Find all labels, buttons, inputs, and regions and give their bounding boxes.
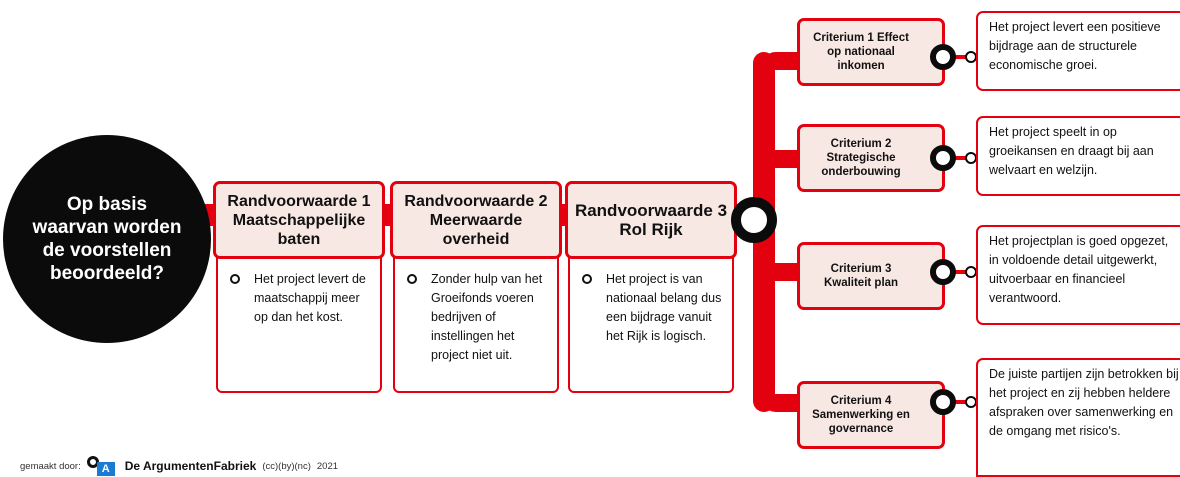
- randvoorwaarde-1-text: Het project levert de maatschappij meer …: [254, 272, 366, 324]
- criterium-4-node-icon: [930, 389, 956, 415]
- made-by-label: gemaakt door:: [20, 460, 81, 472]
- license-label: (cc)(by)(nc): [262, 460, 311, 472]
- connector-2: [944, 156, 972, 160]
- randvoorwaarde-3-title: Randvoorwaarde 3 Rol Rijk: [565, 181, 737, 259]
- connector-4: [944, 400, 972, 404]
- criterium-1-node-icon: [930, 44, 956, 70]
- criterium-3-node-icon: [930, 259, 956, 285]
- randvoorwaarde-3-text: Het project is van nationaal belang dus …: [606, 272, 722, 343]
- criterium-2-description: Het project speelt in op groeikansen en …: [976, 116, 1180, 196]
- criterium-4: Criterium 4 Samenwerking en governance: [797, 381, 945, 449]
- connector-3: [944, 270, 972, 274]
- criterium-2: Criterium 2 Strategische onderbouwing: [797, 124, 945, 192]
- criterium-3: Criterium 3 Kwaliteit plan: [797, 242, 945, 310]
- bullet-icon: [230, 274, 240, 284]
- criterium-3-description: Het projectplan is goed opgezet, in vold…: [976, 225, 1180, 325]
- randvoorwaarde-1-body: Het project levert de maatschappij meer …: [216, 250, 382, 393]
- criterium-1-description: Het project levert een positieve bijdrag…: [976, 11, 1180, 91]
- footer: gemaakt door: A De ArgumentenFabriek (cc…: [20, 456, 338, 476]
- branch-rail-2: [760, 150, 800, 168]
- connector-1: [944, 55, 972, 59]
- criterium-1: Criterium 1 Effect op nationaal inkomen: [797, 18, 945, 86]
- criterium-4-description: De juiste partijen zijn betrokken bij he…: [976, 358, 1180, 477]
- central-question: Op basis waarvan worden de voorstellen b…: [3, 135, 211, 343]
- randvoorwaarde-2-body: Zonder hulp van het Groeifonds voeren be…: [393, 250, 559, 393]
- randvoorwaarde-2-text: Zonder hulp van het Groeifonds voeren be…: [431, 272, 543, 362]
- branch-rail-1: [760, 52, 800, 70]
- year-label: 2021: [316, 460, 339, 472]
- criterium-2-node-icon: [930, 145, 956, 171]
- argumentenfabriek-logo-icon: A: [86, 456, 119, 476]
- randvoorwaarde-3-body: Het project is van nationaal belang dus …: [568, 250, 734, 393]
- bullet-icon: [407, 274, 417, 284]
- branch-rail-4: [760, 394, 800, 412]
- randvoorwaarde-1-title: Randvoorwaarde 1 Maatschappelijke baten: [213, 181, 385, 259]
- randvoorwaarde-2-title: Randvoorwaarde 2 Meerwaarde overheid: [390, 181, 562, 259]
- branch-rail-3: [760, 263, 800, 281]
- junction-node-icon: [731, 197, 777, 243]
- bullet-icon: [582, 274, 592, 284]
- brand-name: De ArgumentenFabriek: [124, 459, 257, 473]
